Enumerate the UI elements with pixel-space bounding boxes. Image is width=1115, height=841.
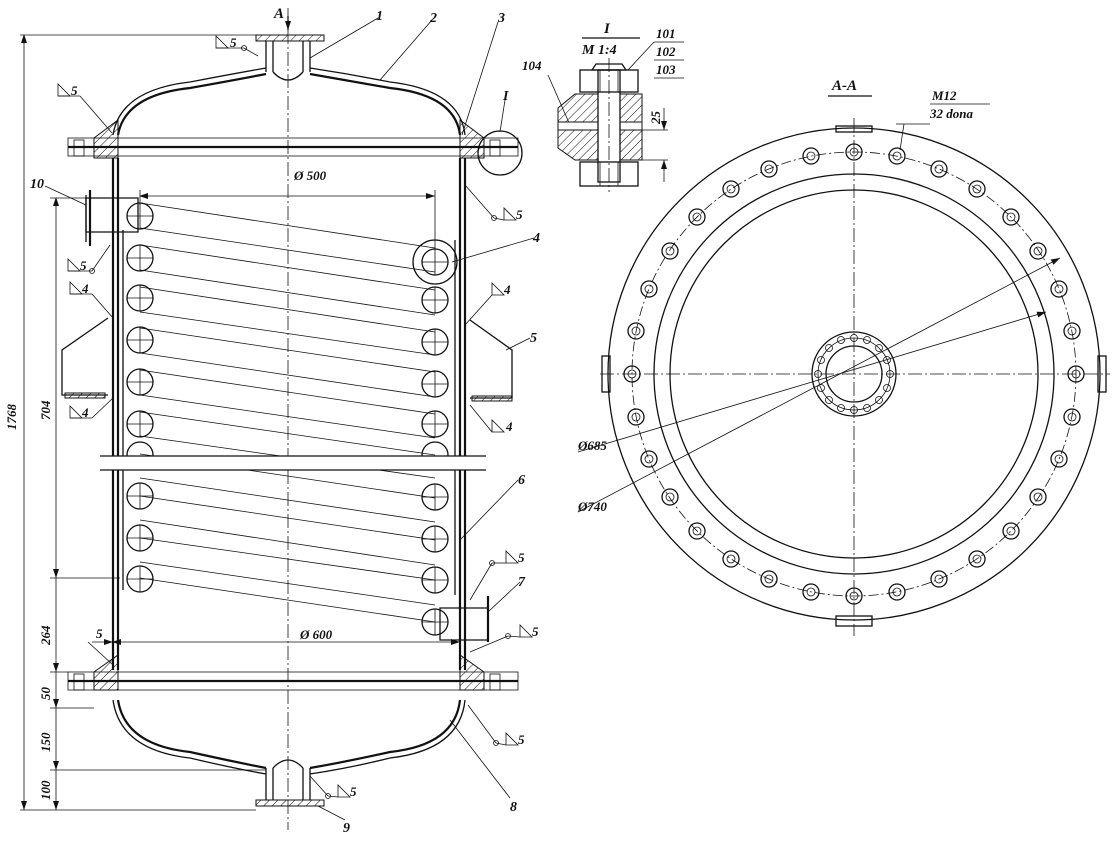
part-label-2: 2 — [429, 11, 437, 26]
part-label-5: 5 — [530, 331, 537, 346]
weld-labels: 5 5 5 5 4 4 4 4 5 5 5 5 5 — [71, 35, 539, 799]
dim-flange-thickness: 50 — [38, 687, 53, 701]
part-label-8: 8 — [510, 800, 517, 815]
outer-diameter-leader — [577, 257, 1061, 513]
center-nozzle-bolts — [814, 334, 894, 414]
weld-label: 5 — [532, 624, 539, 639]
bottom-head-right — [309, 699, 462, 770]
bolt-circle-label: Ø685 — [577, 438, 607, 453]
detail-scale: M 1:4 — [581, 43, 617, 58]
part-label-9: 9 — [343, 821, 350, 836]
detail-dim-25: 25 — [648, 111, 663, 126]
weld-label: 4 — [81, 281, 89, 296]
bolt-circle-leader — [577, 311, 1047, 453]
part-label-6: 6 — [518, 473, 525, 488]
detail-i: I M 1:4 101 102 103 104 25 — [522, 21, 684, 192]
bolt-circle — [631, 151, 1077, 597]
dim-overall-height: 1768 — [4, 404, 19, 431]
dim-nozzle: 100 — [38, 780, 53, 800]
bottom-flange — [67, 654, 519, 691]
weld-label: 5 — [350, 784, 357, 799]
part-label-10: 10 — [30, 177, 44, 192]
part-label-7: 7 — [518, 575, 526, 590]
part-label-1: 1 — [376, 9, 383, 24]
dim-coil-diameter: Ø 500 — [293, 168, 327, 183]
weld-label: 4 — [503, 282, 511, 297]
weld-label: 5 — [80, 258, 87, 273]
jacket-nozzle-right — [469, 319, 513, 399]
top-nozzle — [255, 34, 325, 81]
weld-label: 5 — [518, 732, 525, 747]
flange-plan-view: A-A — [577, 78, 1110, 636]
shell-circle — [669, 189, 1039, 559]
dim-lower-zone: 264 — [38, 625, 53, 646]
weld-symbols — [57, 35, 533, 798]
weld-label: 4 — [81, 405, 89, 420]
bolt-size-label: M12 — [931, 88, 957, 103]
part-leaders — [44, 17, 535, 821]
lug-right — [1097, 355, 1107, 393]
top-head-right — [309, 72, 462, 136]
part-labels: 1 2 3 I 4 5 6 7 8 9 10 — [30, 9, 540, 836]
bottom-head-left — [116, 699, 267, 770]
lug-left — [601, 355, 611, 393]
part-label-4: 4 — [532, 231, 540, 246]
dimension-labels: 1768 704 264 50 150 100 Ø 500 Ø 600 — [4, 168, 333, 800]
dim-bottom-head: 150 — [38, 732, 53, 752]
bolt-count-label: 32 dona — [929, 106, 973, 121]
vessel-elevation: A — [4, 6, 540, 836]
coil-inlet-nozzle — [85, 190, 139, 246]
part-label-3: 3 — [497, 11, 505, 26]
top-flange — [67, 119, 523, 176]
detail-part-103: 103 — [656, 62, 676, 77]
wall-thickness-label: 5 — [96, 626, 103, 641]
bottom-nozzle — [255, 759, 325, 807]
weld-label: 5 — [71, 83, 78, 98]
coil-outlet-nozzle — [439, 596, 490, 642]
dimension-lines — [20, 34, 460, 811]
lug-top — [835, 125, 873, 133]
dim-coil-height: 704 — [38, 400, 53, 420]
lug-bottom — [835, 615, 873, 627]
detail-name: I — [603, 21, 611, 37]
flange-bolts — [623, 143, 1085, 605]
weld-label: 5 — [518, 550, 525, 565]
weld-label: 5 — [516, 207, 523, 222]
section-title: A-A — [831, 78, 857, 94]
detail-part-101: 101 — [656, 26, 676, 41]
weld-label: 5 — [230, 35, 237, 50]
detail-lower-flange — [557, 129, 599, 161]
flange-outer-circle — [607, 127, 1101, 621]
center-nozzle-outer — [811, 331, 897, 417]
section-mark-a: A — [273, 6, 284, 22]
detail-upper-flange — [557, 93, 599, 123]
top-head-left — [116, 72, 267, 136]
weld-label: 4 — [505, 419, 513, 434]
detail-nut-bottom — [579, 161, 639, 187]
flange-inner-circle — [653, 173, 1055, 575]
detail-part-102: 102 — [656, 44, 676, 59]
outer-diameter-label: Ø740 — [577, 499, 607, 514]
jacket-nozzle-left — [61, 317, 109, 396]
dim-shell-diameter: Ø 600 — [299, 627, 333, 642]
detail-part-104: 104 — [522, 58, 542, 73]
heating-coil — [126, 202, 458, 636]
detail-callout: I — [502, 89, 509, 104]
